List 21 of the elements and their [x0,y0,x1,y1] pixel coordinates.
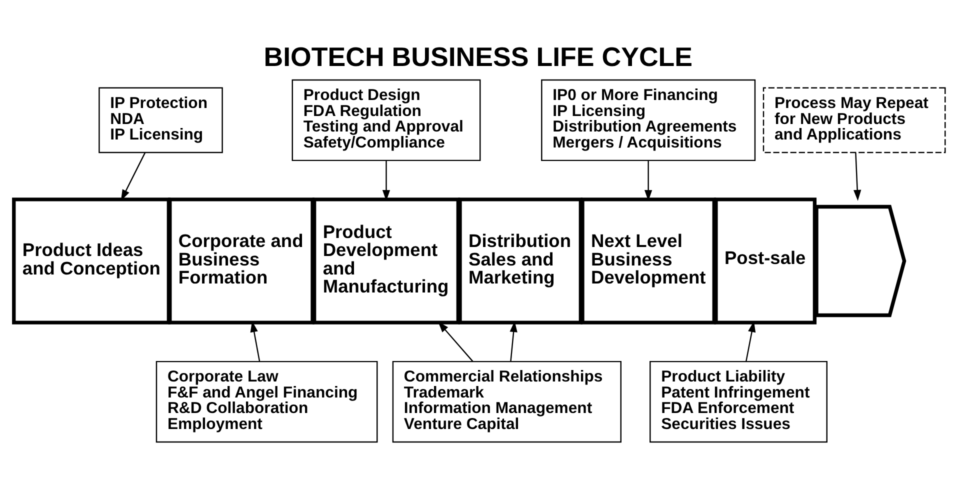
node-box: Process May Repeat for New Products and Applications [762,87,946,154]
arrow [852,152,861,201]
node-box: Post-sale [714,198,816,324]
node-box: Commercial Relationships Trademark Information Management Venture Capital [392,360,621,443]
node-box: Next Level Business Development [580,198,716,324]
node-box: Product Liability Patent Infringement FDA Enforcement Securities Issues [649,360,827,443]
node-box: Product Development and Manufacturing [312,198,460,324]
node-arrow [814,204,906,318]
diagram-title: BIOTECH BUSINESS LIFE CYCLE [263,42,692,72]
arrow [120,152,146,201]
arrow [250,321,260,362]
node-box: Corporate Law F&F and Angel Financing R&D Collaboration Employment [155,360,378,443]
node-box: Product Design FDA Regulation Testing and Approval Safety/Compliance [291,79,480,162]
arrow [745,321,756,362]
node-box: IP0 or More Financing IP Licensing Distribution Agreements Mergers / Acquisitions [540,79,756,162]
node-box: IP Protection NDA IP Licensing [98,87,222,154]
arrow [509,321,517,362]
node-box: Product Ideas and Conception [12,198,170,324]
node-box: Corporate and Business Formation [168,198,314,324]
node-box: Distribution Sales and Marketing [458,198,582,324]
arrow [437,322,473,362]
